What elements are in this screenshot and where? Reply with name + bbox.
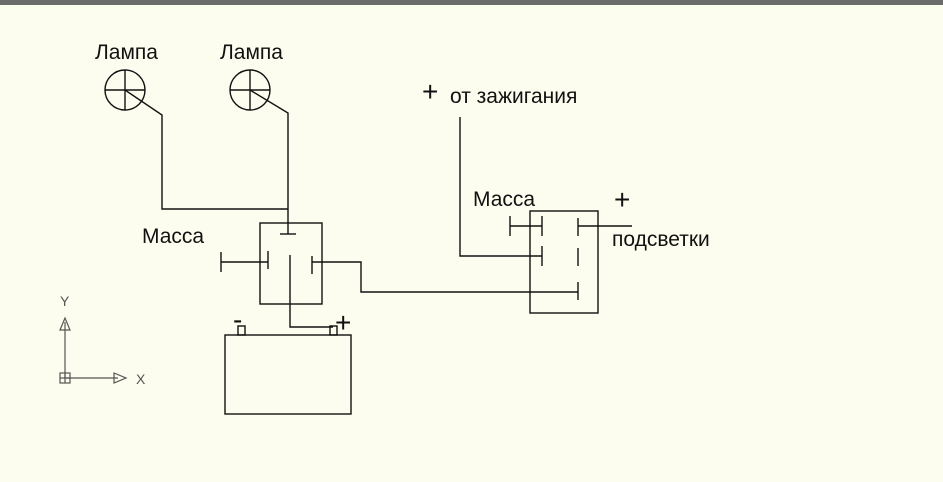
- ignition-label: от зажигания: [450, 85, 577, 108]
- backlight-label: подсветки: [612, 228, 710, 251]
- battery-plus-label: +: [335, 307, 351, 338]
- lamp-right-label: Лампа: [220, 41, 283, 64]
- relay-1: Масса: [142, 222, 323, 305]
- wire-ignition: [459, 117, 542, 257]
- backlight-plus-sign: +: [614, 184, 630, 215]
- lamp-right: Лампа: [220, 41, 283, 111]
- axis-x-label: X: [136, 371, 146, 387]
- ignition-label-group: + от зажигания: [422, 76, 577, 108]
- lamp-left: Лампа: [95, 41, 158, 111]
- battery: - +: [224, 304, 352, 415]
- relay-1-ground-label: Масса: [142, 225, 204, 248]
- battery-minus-label: -: [233, 304, 242, 335]
- axis-y-label: Y: [60, 293, 70, 309]
- wire-lamp-right: [249, 89, 289, 226]
- relay-2-ground-label: Масса: [473, 188, 535, 211]
- window-top-border: [0, 0, 943, 5]
- wire-lamp-left: [124, 89, 288, 210]
- wire-relay-1-to-relay-2: [312, 261, 578, 293]
- lamp-left-label: Лампа: [95, 41, 158, 64]
- ucs-axis-icon: Y X: [59, 293, 146, 387]
- relay-2: Масса: [473, 188, 599, 314]
- wire-relay-to-battery: [289, 276, 333, 328]
- ignition-plus-sign: +: [422, 76, 438, 107]
